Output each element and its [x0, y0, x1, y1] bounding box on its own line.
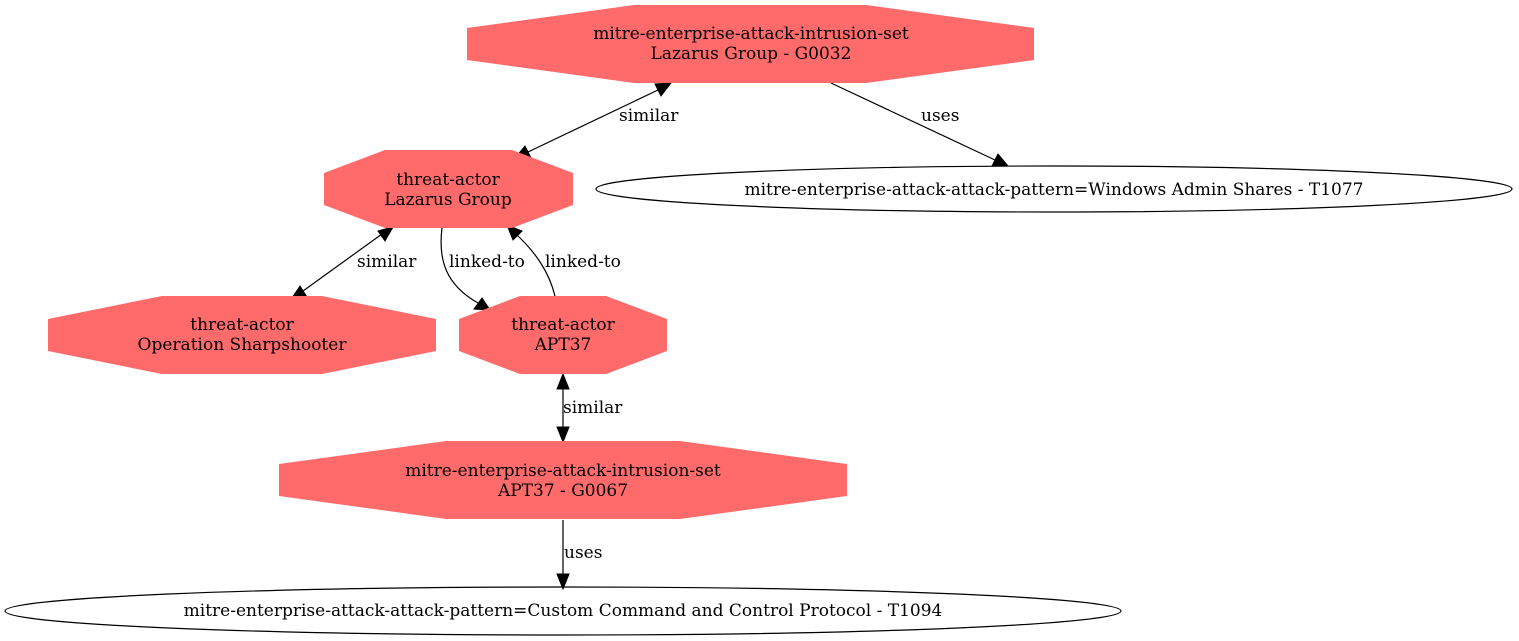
node-threat-actor-apt37[interactable]: threat-actor APT37 — [459, 296, 667, 374]
node-label: mitre-enterprise-attack-attack-pattern=W… — [744, 180, 1363, 200]
ellipse-shape — [4, 586, 1122, 636]
arrowhead — [473, 297, 491, 311]
edge-lazarus-apt37-linked-to: linked-to — [440, 227, 525, 311]
node-attack-pattern-custom-c2-protocol[interactable]: mitre-enterprise-attack-attack-pattern=C… — [4, 586, 1122, 636]
edge-label-linked-to: linked-to — [449, 252, 525, 272]
edge-g0032-lazarus-similar: similar — [513, 82, 679, 159]
node-type-label: threat-actor — [190, 315, 294, 335]
octagon-shape — [459, 296, 667, 374]
arrowhead — [556, 372, 570, 390]
octagon-shape — [467, 5, 1034, 83]
edge-label-similar: similar — [563, 398, 623, 418]
node-name-label: Lazarus Group - G0032 — [651, 44, 852, 64]
arrowhead — [556, 426, 570, 444]
node-threat-actor-operation-sharpshooter[interactable]: threat-actor Operation Sharpshooter — [48, 296, 436, 374]
edge-g0067-t1094-uses: uses — [556, 520, 602, 591]
node-type-label: mitre-enterprise-attack-intrusion-set — [405, 461, 721, 481]
node-type-label: mitre-enterprise-attack-intrusion-set — [593, 24, 909, 44]
edge-label-uses: uses — [564, 543, 602, 563]
octagon-shape — [279, 441, 847, 519]
node-name-label: Lazarus Group — [384, 190, 512, 210]
edge-label-linked-to: linked-to — [545, 252, 621, 272]
octagon-shape — [48, 296, 436, 374]
node-label: mitre-enterprise-attack-attack-pattern=C… — [184, 601, 943, 621]
edge-label-similar: similar — [357, 252, 417, 272]
node-name-label: APT37 — [534, 335, 592, 355]
edge-label-similar: similar — [619, 106, 679, 126]
edge-lazarus-sharpshooter-similar: similar — [291, 226, 417, 299]
arrowhead — [377, 226, 395, 242]
node-name-label: Operation Sharpshooter — [138, 335, 348, 355]
node-attack-pattern-windows-admin-shares[interactable]: mitre-enterprise-attack-attack-pattern=W… — [595, 165, 1513, 213]
node-name-label: APT37 - G0067 — [497, 481, 628, 501]
node-type-label: threat-actor — [511, 315, 615, 335]
node-intrusion-set-lazarus-g0032[interactable]: mitre-enterprise-attack-intrusion-set La… — [467, 5, 1034, 83]
edge-apt37-g0067-similar: similar — [556, 372, 623, 444]
edge-apt37-lazarus-linked-to: linked-to — [506, 224, 621, 297]
octagon-shape — [324, 150, 573, 228]
edge-g0032-t1077-uses: uses — [830, 82, 1010, 167]
node-intrusion-set-apt37-g0067[interactable]: mitre-enterprise-attack-intrusion-set AP… — [279, 441, 847, 519]
node-threat-actor-lazarus-group[interactable]: threat-actor Lazarus Group — [324, 150, 573, 228]
arrowhead — [654, 82, 673, 97]
node-type-label: threat-actor — [396, 170, 500, 190]
arrowhead — [506, 224, 523, 241]
ellipse-shape — [595, 165, 1513, 213]
edge-label-uses: uses — [921, 106, 959, 126]
arrowhead — [556, 573, 570, 591]
